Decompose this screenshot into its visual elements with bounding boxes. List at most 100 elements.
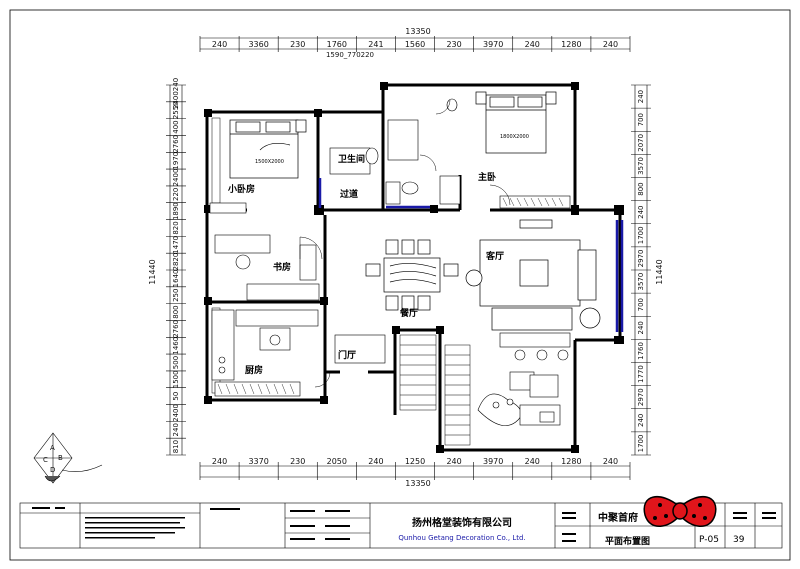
bottom-segment-dimension: 240 [446, 457, 461, 466]
bottom-dimensions [199, 462, 631, 480]
right-segment-dimension: 2070 [637, 134, 645, 152]
right-dimensions [631, 84, 651, 456]
right-total-dimension: 11440 [655, 259, 664, 284]
study-desk [214, 234, 317, 281]
small-bed-size: 1500X2000 [255, 159, 284, 165]
left-segment-dimension: 1890 [172, 202, 180, 220]
dining-table [365, 239, 459, 311]
bottom-segment-dimension: 3370 [248, 457, 268, 466]
bottom-segment-dimension: 240 [368, 457, 383, 466]
top-segment-dimension: 3970 [483, 40, 503, 49]
right-segment-dimension: 1760 [637, 342, 645, 360]
label-corridor: 过道 [340, 188, 358, 200]
left-segment-dimension: 1470 [172, 236, 180, 254]
right-segment-dimension: 1770 [637, 365, 645, 383]
label-master-bedroom: 主卧 [478, 171, 496, 183]
entrance-cabinet [334, 334, 386, 364]
right-segment-dimension: 800 [637, 182, 645, 195]
top-segment-dimension: 240 [212, 40, 227, 49]
stairs [399, 334, 471, 446]
top-sub-dimension: 1590_770220 [326, 51, 374, 59]
right-segment-dimension: 240 [637, 206, 645, 219]
left-segment-dimension: 2400 [172, 169, 180, 187]
master-bed-size: 1800X2000 [500, 134, 529, 140]
left-segment-dimension: 810 [172, 440, 180, 453]
bottom-total-dimension: 13350 [405, 479, 430, 488]
right-segment-dimension: 700 [637, 298, 645, 311]
compass-icon [33, 432, 103, 484]
compass-c: C [43, 456, 48, 464]
top-segment-dimension: 1760 [327, 40, 347, 49]
right-segment-dimension: 240 [637, 90, 645, 103]
play-area [477, 371, 561, 426]
right-segment-dimension: 240 [637, 321, 645, 334]
top-segment-dimension: 1560 [405, 40, 425, 49]
left-segment-dimension: 400 [172, 120, 180, 133]
doors [299, 99, 511, 388]
compass-d: D [50, 466, 55, 474]
left-dimensions [166, 84, 186, 456]
bottom-segment-dimension: 240 [212, 457, 227, 466]
company-name-en: Qunhou Getang Decoration Co., Ltd. [398, 534, 525, 542]
bottom-segment-dimension: 1250 [405, 457, 425, 466]
top-segment-dimension: 230 [446, 40, 461, 49]
living-room-sofa [465, 219, 601, 331]
drawing-title: 平面布置图 [605, 535, 650, 547]
left-segment-dimension: 240 [172, 423, 180, 436]
left-segment-dimension: 1640 [172, 269, 180, 287]
label-living-room: 客厅 [485, 250, 504, 262]
left-segment-dimension: 2400 [172, 404, 180, 422]
wardrobe-hatch [217, 197, 564, 395]
master-bedroom-bed [475, 91, 557, 154]
right-segment-dimension: 700 [637, 113, 645, 126]
bottom-segment-dimension: 1280 [561, 457, 581, 466]
bottom-segment-dimension: 3970 [483, 457, 503, 466]
left-segment-dimension: 500 [172, 356, 180, 369]
left-segment-dimension: 1970 [172, 152, 180, 170]
right-segment-dimension: 3570 [637, 273, 645, 291]
left-segment-dimension: 1460 [172, 337, 180, 355]
left-total-dimension: 11440 [148, 259, 157, 284]
label-secondary-bedroom: 小卧房 [227, 183, 255, 195]
label-dining-room: 餐厅 [399, 307, 418, 319]
compass-b: B [58, 454, 63, 462]
compass-a: A [50, 444, 55, 452]
top-segment-dimension: 3360 [248, 40, 268, 49]
sheet-number: 39 [733, 535, 745, 545]
bottom-segment-dimension: 2050 [327, 457, 347, 466]
top-segment-dimension: 240 [603, 40, 618, 49]
drawing-number: P-05 [699, 535, 719, 545]
bathroom-fixtures [329, 98, 461, 205]
right-segment-dimension: 3570 [637, 157, 645, 175]
left-segment-dimension: 2820 [172, 253, 180, 271]
left-segment-dimension: 2760 [172, 320, 180, 338]
red-bow-icon [643, 496, 717, 527]
top-segment-dimension: 240 [525, 40, 540, 49]
left-segment-dimension: 220 [172, 188, 180, 201]
right-segment-dimension: 1700 [637, 226, 645, 244]
left-segment-dimension: 2550 [172, 101, 180, 119]
right-segment-dimension: 2970 [637, 250, 645, 268]
left-segment-dimension: 1500 [172, 370, 180, 388]
company-name-cn: 扬州格堂装饰有限公司 [412, 516, 512, 529]
project-name: 中聚首府 [598, 511, 638, 524]
left-segment-dimension: 2400240 [172, 78, 180, 109]
left-segment-dimension: 800 [172, 305, 180, 318]
wall-columns [204, 82, 624, 453]
right-segment-dimension: 240 [637, 414, 645, 427]
bar-stools [499, 332, 571, 361]
top-segment-dimension: 241 [368, 40, 383, 49]
title-block-fine-print [32, 507, 776, 542]
left-segment-dimension: 50 [172, 392, 180, 401]
drawing-frame [9, 9, 791, 561]
right-segment-dimension: 1700 [637, 435, 645, 453]
label-bathroom: 卫生间 [338, 153, 365, 165]
top-dimensions [199, 36, 631, 52]
top-total-dimension: 13350 [405, 27, 430, 36]
bottom-segment-dimension: 240 [525, 457, 540, 466]
left-segment-dimension: 820 [172, 221, 180, 234]
small-bedroom-bed [229, 119, 307, 179]
label-kitchen: 厨房 [245, 364, 263, 376]
label-study: 书房 [273, 261, 291, 273]
kitchen-counter [211, 309, 319, 381]
